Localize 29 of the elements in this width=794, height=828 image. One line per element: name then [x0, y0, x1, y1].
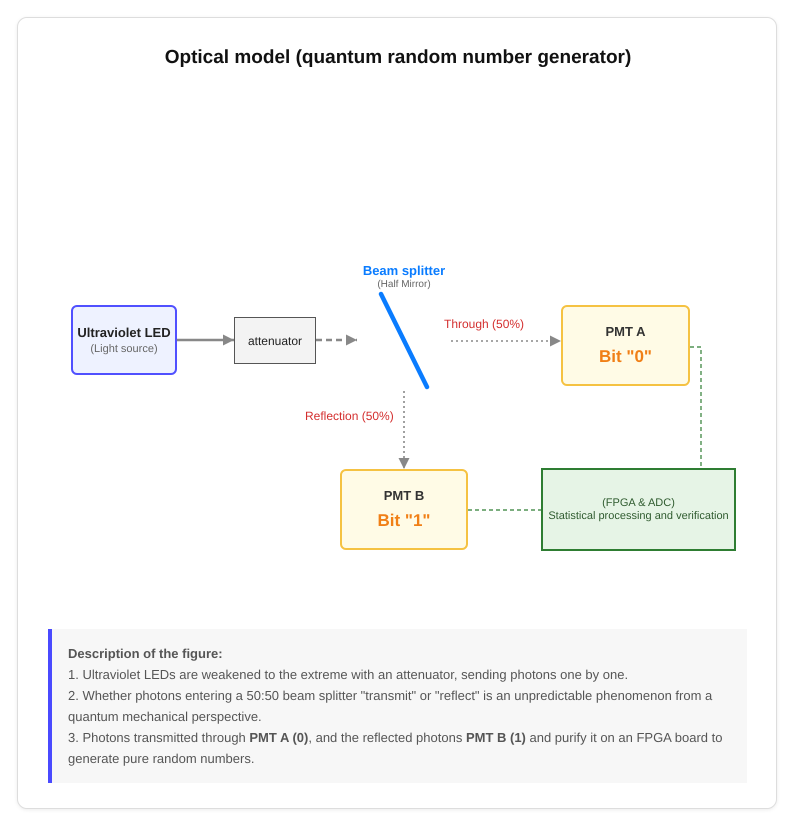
edge-label: Reflection (50%) — [303, 409, 396, 423]
node-subtitle: Bit "1" — [378, 511, 430, 531]
node-subtitle: Statistical processing and verification — [548, 510, 729, 522]
node-title: (FPGA & ADC) — [602, 497, 675, 509]
node-title: attenuator — [248, 334, 302, 348]
description-item: 1. Ultraviolet LEDs are weakened to the extreme with an attenuator, sending photons one by one. — [68, 666, 630, 684]
node-title: Beam splitter — [362, 263, 446, 278]
node-title: PMT B — [384, 488, 424, 503]
edge-label: Through (50%) — [442, 317, 526, 331]
process-box — [234, 317, 316, 364]
arrow — [398, 391, 410, 469]
node-title: PMT A — [606, 324, 646, 339]
connector-line — [468, 509, 541, 511]
node-subtitle: (Half Mirror) — [377, 279, 431, 290]
node-title: Ultraviolet LED — [77, 325, 171, 340]
detector-box — [340, 469, 468, 550]
diagram-title: Optical model (quantum random number generator) — [164, 46, 632, 69]
arrow — [177, 334, 234, 346]
description-item: 3. Photons transmitted through PMT A (0), and the reflected photons PMT B (1) and purify it on an FPGA board to generate pure random numbers. — [68, 729, 724, 768]
arrow — [316, 334, 357, 346]
node-subtitle: Bit "0" — [599, 347, 652, 367]
detector-box — [561, 305, 690, 386]
description-heading: Description of the figure: — [68, 645, 224, 663]
description-item: 2. Whether photons entering a 50:50 beam splitter "transmit" or "reflect" is an unpredictable phenomenon from a quantum mechanical perspective. — [68, 687, 714, 726]
processing-board-box — [541, 468, 736, 551]
connector-line — [690, 346, 702, 468]
light-source-box — [71, 305, 177, 375]
arrow — [451, 336, 561, 346]
node-subtitle: (Light source) — [90, 343, 158, 355]
